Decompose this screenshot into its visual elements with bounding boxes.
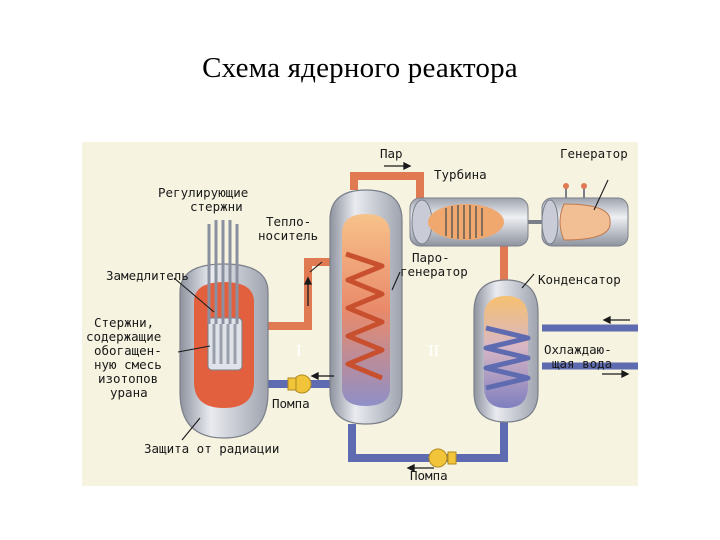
label-condenser: Конденсатор (538, 272, 621, 287)
label-generator: Генератор (560, 146, 628, 161)
label-pump-1: Помпа (272, 396, 310, 411)
condenser (473, 279, 539, 423)
flow-arrows (303, 161, 630, 473)
label-steam-generator-2: генератор (400, 264, 468, 279)
label-turbine: Турбина (434, 167, 487, 182)
generator (541, 183, 629, 247)
label-steam-generator-1: Паро- (412, 250, 450, 265)
pump-2 (428, 448, 457, 468)
label-shielding: Защита от радиации (144, 441, 279, 456)
label-fuel-3: обогащен- (94, 343, 162, 358)
steam-generator (329, 189, 403, 425)
label-fuel-5: изотопов (98, 371, 158, 386)
heat-exchanger-coil (345, 251, 385, 381)
label-control-rods-2: стержни (190, 199, 243, 214)
label-fuel-1: Стержни, (94, 315, 154, 330)
control-rods (207, 220, 239, 324)
leader-lines (173, 179, 609, 441)
label-fuel-2: содержащие (86, 329, 161, 344)
label-cooling-water-2: щая вода (552, 356, 612, 371)
label-control-rods-1: Регулирующие (158, 185, 248, 200)
label-pump-2: Помпа (410, 468, 448, 483)
cooling-water-pipes (542, 324, 638, 370)
cooling-coil (483, 325, 531, 391)
pump-1 (287, 374, 312, 394)
label-cooling-water-1: Охлаждаю- (544, 342, 612, 357)
reactor-diagram: Регулирующие стержни Тепло- носитель Зам… (82, 142, 638, 486)
label-circuit-1: I (296, 341, 302, 360)
steam-pipes (350, 172, 508, 280)
label-circuit-2: II (428, 341, 440, 360)
label-fuel-4: ную смесь (94, 357, 162, 372)
label-fuel-6: урана (110, 385, 148, 400)
condensate-pipes (348, 420, 508, 462)
label-moderator: Замедлитель (106, 268, 189, 283)
label-coolant-1: Тепло- (266, 214, 311, 229)
turbine (409, 197, 529, 247)
label-coolant-2: носитель (258, 228, 318, 243)
slide-title: Схема ядерного реактора (202, 52, 518, 84)
label-steam: Пар (380, 146, 403, 161)
